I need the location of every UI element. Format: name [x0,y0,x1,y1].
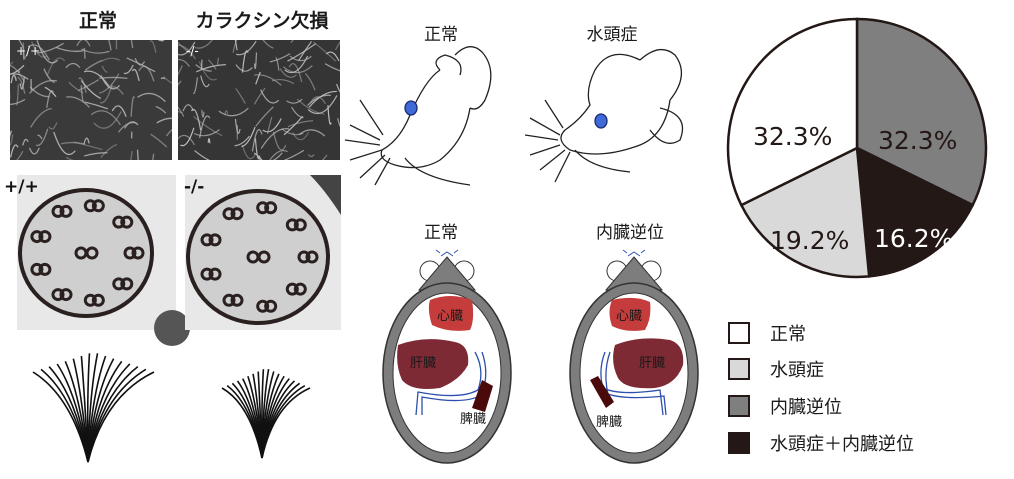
legend-label: 内臓逆位 [770,397,842,418]
knockout-label: カラクシン欠損 [195,10,329,32]
legend-label: 正常 [770,324,806,345]
pie-slice [855,17,988,207]
body-situs-inversus-label: 内臓逆位 [596,223,664,243]
legend-swatch [728,322,750,344]
legend-item-both: 水頭症＋内臓逆位 [728,430,914,456]
mouse-head-hydrocephalus [524,48,684,183]
mouse-head-normal [344,46,492,186]
sem-image-wildtype [10,40,172,160]
body-normal-label: 正常 [424,223,458,243]
tem-image-wildtype [17,175,190,346]
body-diagram-situs-inversus [569,249,699,464]
legend-item-normal: 正常 [728,320,806,346]
heart-label-inverted: 心臓 [616,309,643,324]
pie-slice [726,17,859,207]
pie-chart [726,17,988,279]
pie-slice [739,146,871,279]
legend-item-situs-inversus: 内臓逆位 [728,393,842,419]
pie-label-both: 16.2% [874,224,954,253]
tem-image-knockout [185,175,341,330]
liver-label-normal: 肝臓 [410,356,437,371]
normal-label: 正常 [78,10,118,32]
heart-label-normal: 心臓 [437,309,464,324]
mouse-hydrocephalus-label: 水頭症 [586,25,638,45]
sem-genotype-wildtype: +/+ [16,44,41,58]
legend-swatch [728,358,750,380]
sem-image-knockout [178,40,340,160]
legend-item-hydrocephalus: 水頭症 [728,356,824,382]
pie-slice [855,145,975,278]
body-diagram-normal [382,249,512,464]
pie-label-situs-inversus: 32.3% [878,126,958,155]
legend-label: 水頭症 [770,360,824,381]
tem-genotype-knockout: -/- [184,177,205,197]
liver-label-inverted: 肝臓 [639,356,666,371]
legend-swatch [728,395,750,417]
sem-genotype-knockout: -/- [186,44,199,58]
pie-label-hydrocephalus: 19.2% [770,226,850,255]
pie-label-normal: 32.3% [753,122,833,151]
legend-label: 水頭症＋内臓逆位 [770,434,914,455]
mouse-normal-label: 正常 [424,25,458,45]
cilia-beat-trace-knockout [221,369,311,459]
spleen-label-normal: 脾臓 [460,412,487,427]
cilia-beat-trace-wildtype [32,353,155,463]
tem-genotype-wildtype: +/+ [4,177,39,197]
spleen-label-inverted: 脾臓 [596,415,623,430]
legend-swatch [728,432,750,454]
